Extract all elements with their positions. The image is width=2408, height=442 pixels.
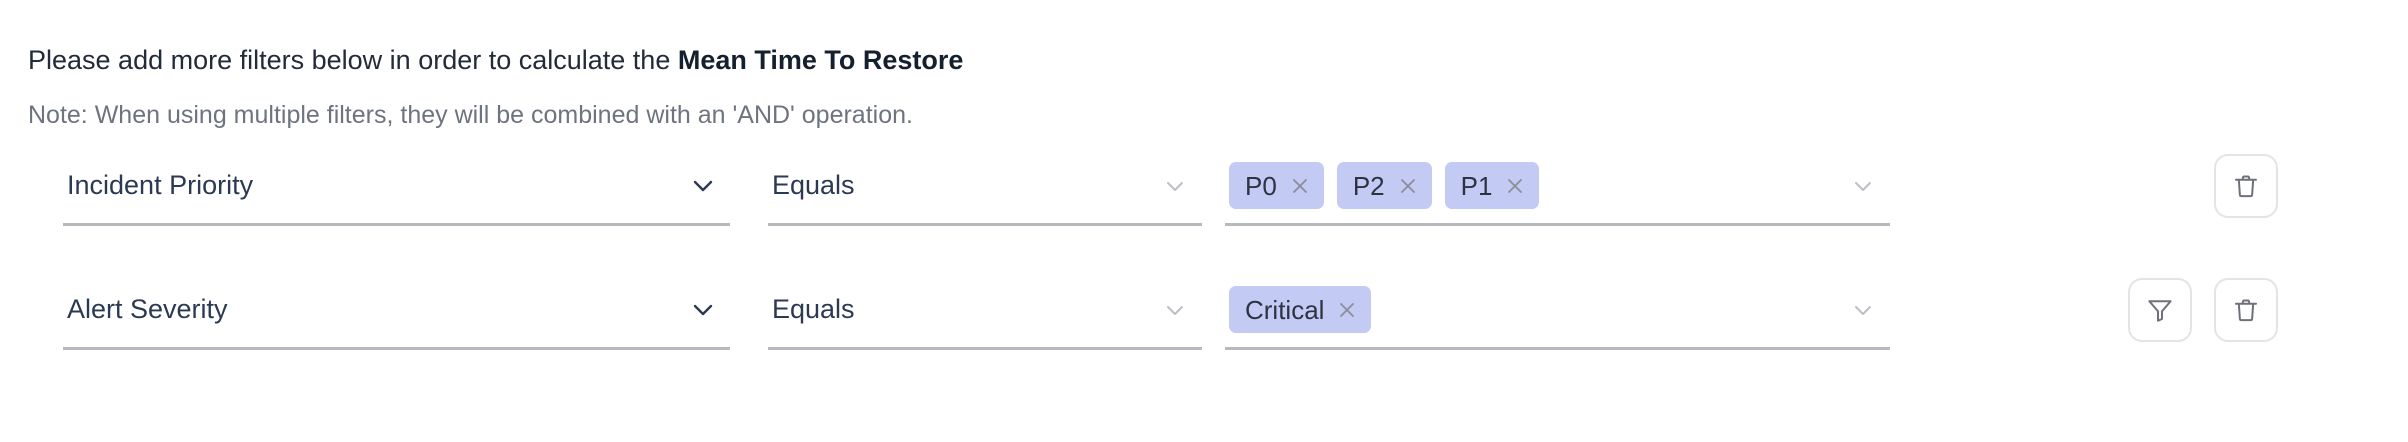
delete-filter-button[interactable] bbox=[2214, 278, 2278, 342]
filter-operator-select[interactable]: Equals bbox=[768, 148, 1202, 226]
filter-value-tag[interactable]: P1 bbox=[1444, 162, 1540, 209]
close-icon[interactable] bbox=[1336, 299, 1358, 321]
filter-attribute-select[interactable]: Incident Priority bbox=[63, 148, 730, 226]
filter-row-actions bbox=[2214, 154, 2278, 218]
filter-row: Alert Severity Equals Critical bbox=[0, 272, 2408, 397]
filter-row: Incident Priority Equals P0 P2 bbox=[0, 148, 2408, 273]
chevron-down-icon[interactable] bbox=[1158, 293, 1192, 327]
delete-filter-button[interactable] bbox=[2214, 154, 2278, 218]
filter-values-select[interactable]: P0 P2 P1 bbox=[1225, 148, 1890, 226]
filter-value-tag-label: P2 bbox=[1352, 170, 1385, 201]
filter-note: Note: When using multiple filters, they … bbox=[28, 101, 913, 129]
add-filter-button[interactable] bbox=[2128, 278, 2192, 342]
chevron-down-icon[interactable] bbox=[1846, 293, 1880, 327]
filter-value-tag[interactable]: P0 bbox=[1229, 162, 1324, 209]
filter-value-tags: Critical bbox=[1225, 286, 1846, 333]
filter-attribute-value: Incident Priority bbox=[67, 170, 254, 200]
filter-attribute-value: Alert Severity bbox=[67, 294, 228, 324]
filter-value-tag-label: P0 bbox=[1245, 170, 1277, 201]
filter-value-tag[interactable]: Critical bbox=[1229, 286, 1372, 333]
filter-operator-select[interactable]: Equals bbox=[768, 272, 1202, 350]
filter-row-actions bbox=[2128, 278, 2278, 342]
filter-attribute-select[interactable]: Alert Severity bbox=[63, 272, 730, 350]
filter-value-tag[interactable]: P2 bbox=[1336, 162, 1432, 209]
filter-operator-value: Equals bbox=[772, 170, 855, 200]
page-title-prefix: Please add more filters below in order t… bbox=[28, 45, 678, 75]
filter-values-select[interactable]: Critical bbox=[1225, 272, 1890, 350]
filter-operator-value: Equals bbox=[772, 294, 855, 324]
chevron-down-icon[interactable] bbox=[1846, 169, 1880, 203]
close-icon[interactable] bbox=[1289, 175, 1311, 197]
filter-value-tags: P0 P2 P1 bbox=[1225, 162, 1846, 209]
filter-value-tag-label: P1 bbox=[1460, 170, 1493, 201]
filter-value-tag-label: Critical bbox=[1245, 294, 1325, 325]
page-title-metric: Mean Time To Restore bbox=[677, 45, 964, 75]
close-icon[interactable] bbox=[1504, 175, 1526, 197]
chevron-down-icon[interactable] bbox=[686, 169, 720, 203]
page-title: Please add more filters below in order t… bbox=[28, 44, 963, 76]
chevron-down-icon[interactable] bbox=[1158, 169, 1192, 203]
close-icon[interactable] bbox=[1397, 175, 1419, 197]
chevron-down-icon[interactable] bbox=[686, 293, 720, 327]
